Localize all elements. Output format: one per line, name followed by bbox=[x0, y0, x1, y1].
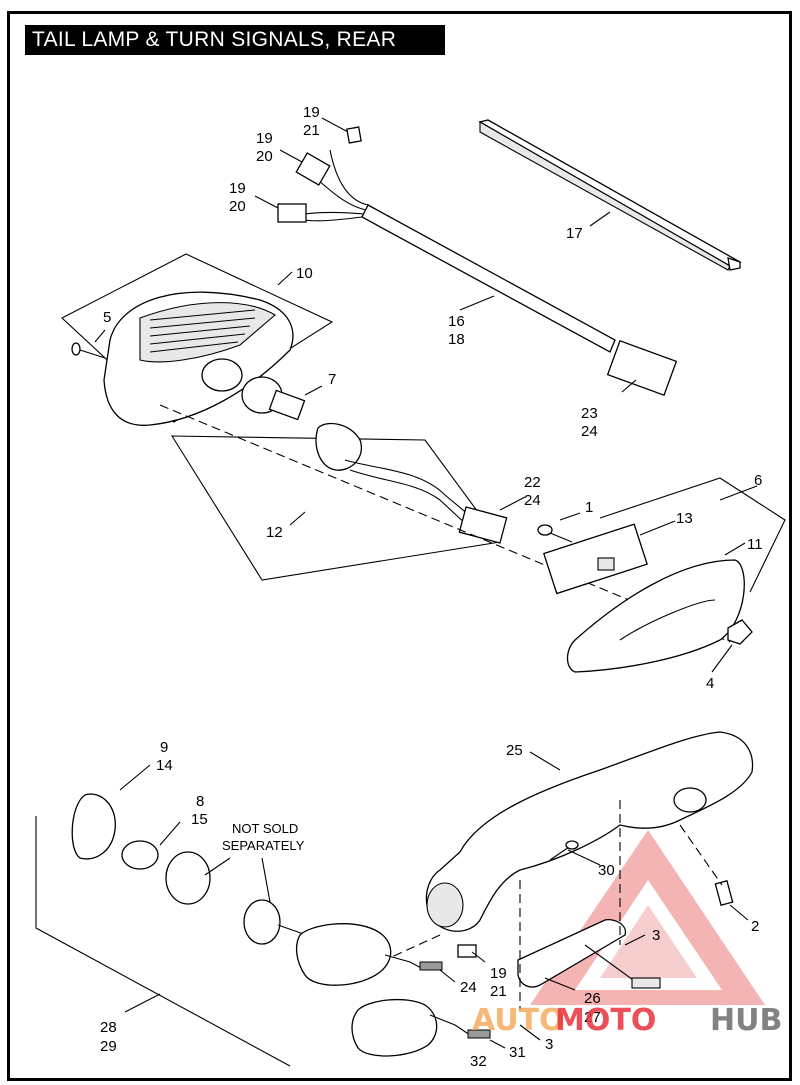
callout-6: 6 bbox=[754, 472, 762, 489]
callout-9: 9 bbox=[160, 739, 168, 756]
tail-lamp-housing bbox=[61, 253, 334, 426]
callout-19: 19 bbox=[303, 104, 320, 121]
callout-3: 3 bbox=[545, 1036, 553, 1053]
callout-2: 2 bbox=[751, 918, 759, 935]
note-not-sold-line2: SEPARATELY bbox=[222, 838, 305, 853]
callout-17: 17 bbox=[566, 225, 583, 242]
callout-15: 15 bbox=[191, 811, 208, 828]
callout-19: 19 bbox=[229, 180, 246, 197]
callout-1: 1 bbox=[585, 499, 593, 516]
callout-5: 5 bbox=[103, 309, 111, 326]
callout-31: 31 bbox=[509, 1044, 526, 1061]
screw-2 bbox=[714, 880, 734, 906]
connector-19-21 bbox=[457, 944, 477, 958]
callout-21: 21 bbox=[303, 122, 320, 139]
screw-5 bbox=[71, 342, 106, 359]
watermark-text: AUTO MOTO HUB bbox=[472, 1003, 782, 1038]
callout-19: 19 bbox=[256, 130, 273, 147]
callout-labels: 19 21 19 20 19 20 17 10 5 16 18 7 23 24 … bbox=[100, 104, 763, 1070]
callout-20: 20 bbox=[229, 198, 246, 215]
bracket-26-27 bbox=[517, 919, 661, 989]
bulb-socket-harness bbox=[170, 422, 508, 581]
callout-12: 12 bbox=[266, 524, 283, 541]
trim-strip bbox=[478, 119, 742, 271]
turn-signal-right-assembly bbox=[351, 998, 491, 1057]
callout-16: 16 bbox=[448, 313, 465, 330]
turn-signal-left-assembly bbox=[35, 793, 443, 1067]
turn-signal-mount-bar bbox=[425, 731, 754, 932]
callout-14: 14 bbox=[156, 757, 173, 774]
callout-25: 25 bbox=[506, 742, 523, 759]
watermark-logo bbox=[530, 830, 765, 1005]
callout-29: 29 bbox=[100, 1038, 117, 1055]
callout-22: 22 bbox=[524, 474, 541, 491]
watermark-moto: MOTO bbox=[555, 1003, 656, 1038]
callout-24: 24 bbox=[460, 979, 477, 996]
callout-24: 24 bbox=[581, 423, 598, 440]
screw-1 bbox=[537, 524, 573, 543]
callout-4: 4 bbox=[706, 675, 714, 692]
lens-assembly bbox=[542, 477, 786, 673]
callout-7: 7 bbox=[328, 371, 336, 388]
main-wiring-harness bbox=[277, 126, 678, 397]
callout-32: 32 bbox=[470, 1053, 487, 1070]
callout-11: 11 bbox=[747, 536, 763, 553]
callout-3: 3 bbox=[652, 927, 660, 944]
callout-30: 30 bbox=[598, 862, 615, 879]
callout-19: 19 bbox=[490, 965, 507, 982]
bulb-7 bbox=[241, 376, 306, 421]
callout-10: 10 bbox=[296, 265, 313, 282]
nut-4 bbox=[727, 619, 753, 645]
callout-27: 27 bbox=[584, 1009, 601, 1026]
callout-leaders bbox=[94, 117, 758, 1049]
screw-30 bbox=[549, 840, 579, 861]
callout-13: 13 bbox=[676, 510, 693, 527]
callout-8: 8 bbox=[196, 793, 204, 810]
page-title: TAIL LAMP & TURN SIGNALS, REAR bbox=[25, 25, 445, 55]
callout-20: 20 bbox=[256, 148, 273, 165]
callout-28: 28 bbox=[100, 1019, 117, 1036]
watermark-auto: AUTO bbox=[472, 1003, 565, 1038]
callout-18: 18 bbox=[448, 331, 465, 348]
watermark-hub: HUB bbox=[710, 1003, 782, 1038]
note-not-sold-line1: NOT SOLD bbox=[232, 821, 298, 836]
callout-26: 26 bbox=[584, 990, 601, 1007]
callout-23: 23 bbox=[581, 405, 598, 422]
callout-24: 24 bbox=[524, 492, 541, 509]
callout-21: 21 bbox=[490, 983, 507, 1000]
